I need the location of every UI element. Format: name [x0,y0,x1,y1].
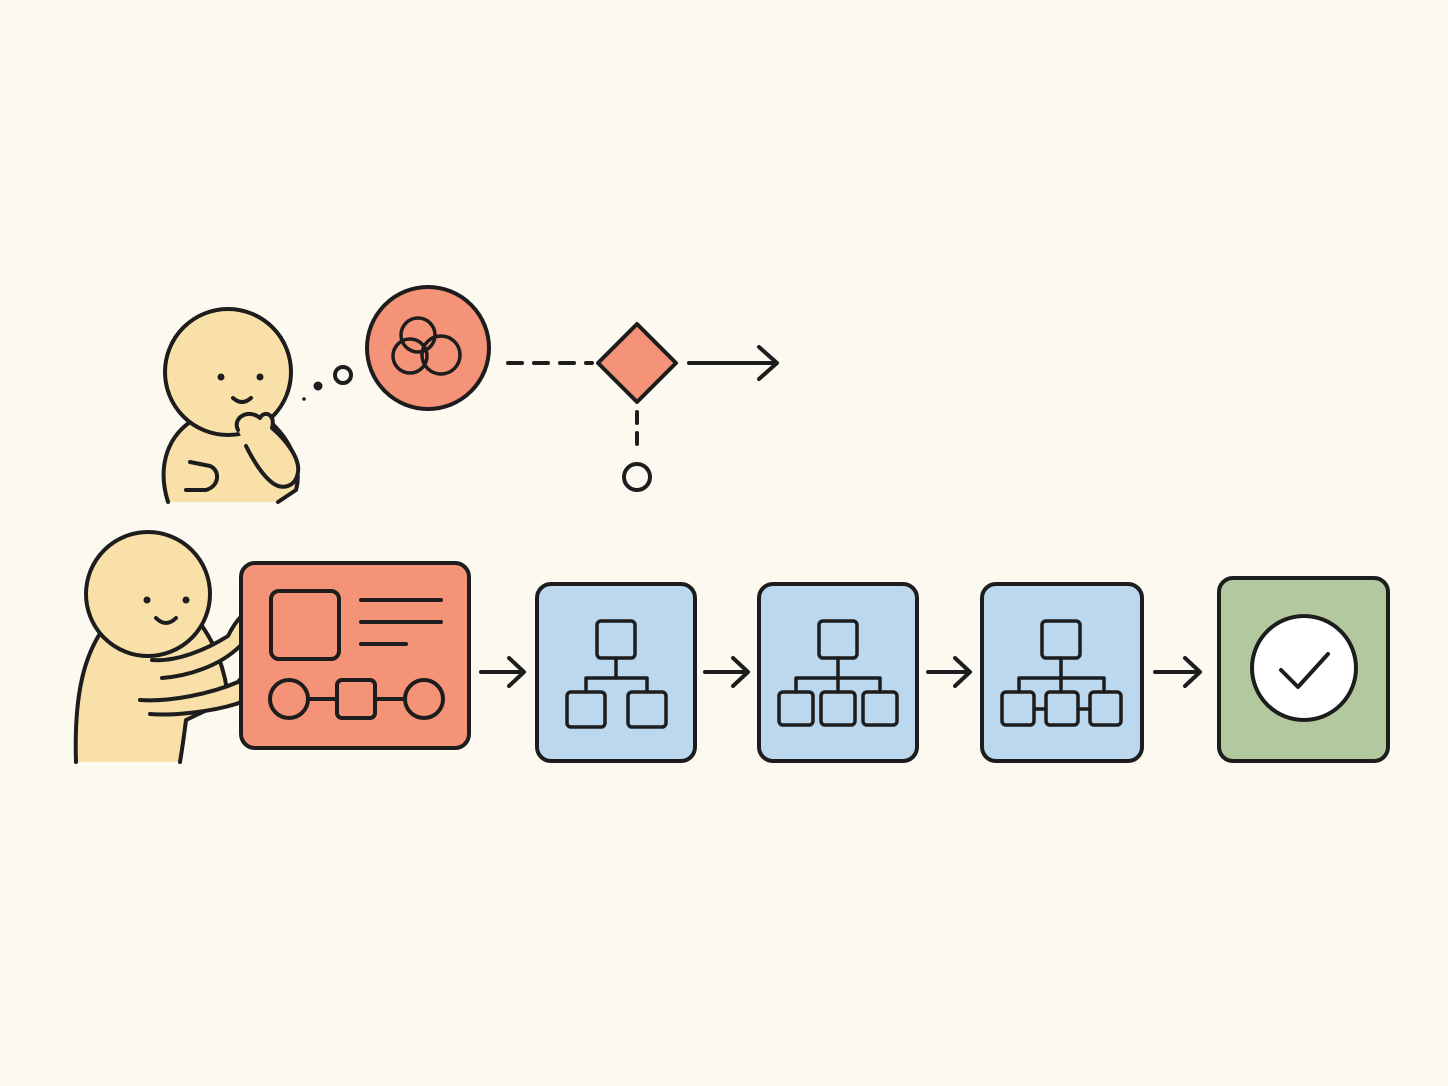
hierarchy-2-children-icon [565,619,668,729]
idea-node [365,285,491,411]
thinking-person-left-eye [217,373,225,381]
stage-card-1 [535,582,697,763]
open-circle-icon [622,462,652,492]
presenting-person-smile [154,616,178,625]
thought-dot-small [302,397,306,401]
thinking-person-right-eye [256,373,264,381]
result-card [1217,576,1390,763]
arrow-right-icon [687,345,779,381]
stage-card-3 [980,582,1144,763]
thinking-person-hand [234,411,301,489]
layout-card-icon [268,589,445,720]
stage-card-2 [757,582,919,763]
overlapping-circles-icon [391,316,462,376]
flow-arrow-1 [479,656,526,688]
thinking-person-arm [184,460,219,492]
presenting-person-left-eye [143,596,151,604]
diamond-decision-icon [596,322,678,404]
thinking-person-head [163,307,293,437]
checkmark-circle-icon [1250,614,1358,722]
source-card-bg [239,561,471,750]
thinking-person [161,307,301,504]
flow-arrow-3 [926,656,972,688]
thought-dot-ring [333,365,353,385]
flow-arrow-4 [1153,656,1202,688]
presenting-person-right-eye [182,596,190,604]
thought-dot-medium [313,381,323,391]
presenting-person-head [84,530,212,658]
presenting-person [73,530,261,764]
source-card [239,561,471,750]
hierarchy-3-children-icon [777,619,899,727]
flow-arrow-2 [703,656,750,688]
thought-dots [302,365,353,401]
thinking-person-smile [231,396,253,404]
hierarchy-3-children-linked-icon [1000,619,1123,727]
